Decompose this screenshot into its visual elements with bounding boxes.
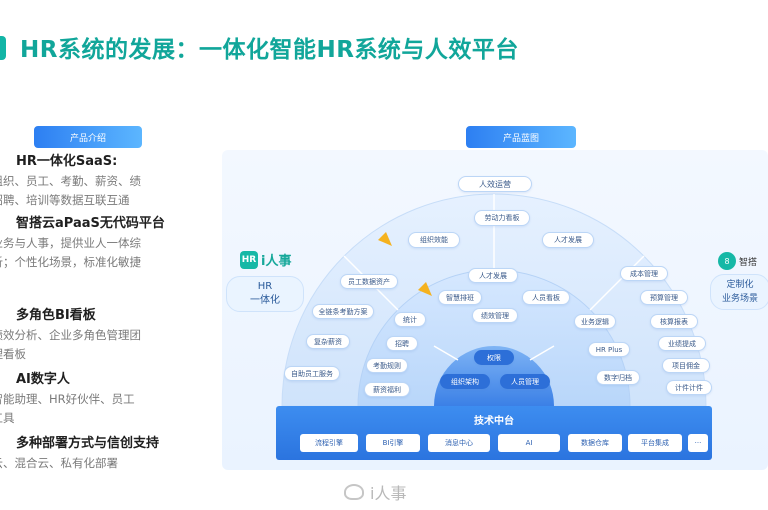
intro-line: 、招聘、培训等数据互联互通 <box>0 193 130 207</box>
pill-outer: 自助员工服务 <box>284 366 340 381</box>
product-intro-panel: HR一体化SaaS: 合组织、员工、考勤、薪资、绩 、招聘、培训等数据互联互通 … <box>0 150 220 480</box>
intro-block-apaas: 智搭云aPaaS无代码平台 接业务与人事，提供业人一体综 分析；个性化场景，标准… <box>0 214 165 291</box>
intro-line: 务绩效分析、企业多角色管理团 <box>0 328 141 342</box>
pill-core: 人员管理 <box>500 374 550 389</box>
intro-line: 管理看板 <box>0 347 26 361</box>
tech-item: 平台集成 <box>628 434 682 452</box>
intro-block-deploy: 多种部署方式与信创支持 有云、混合云、私有化部署 <box>0 434 159 473</box>
pill-outer: 业绩提成 <box>658 336 706 351</box>
pill-outer: 组织效能 <box>408 232 460 248</box>
pill-middle: HR Plus <box>588 342 630 357</box>
pill-outer: 成本管理 <box>620 266 668 281</box>
card-line: 定制化 <box>726 280 754 290</box>
pill-middle: 绩效管理 <box>472 308 518 323</box>
intro-line: 分析；个性化场景，标准化敏捷 <box>0 255 141 269</box>
pill-outer: 复杂薪资 <box>306 334 350 349</box>
intro-line: 接业务与人事，提供业人一体综 <box>0 236 141 250</box>
tab-product-blueprint: 产品蓝图 <box>466 126 576 148</box>
pill-middle: 智慧排班 <box>438 290 482 305</box>
watermark-text: i人事 <box>370 484 407 503</box>
intro-heading: 智搭云aPaaS无代码平台 <box>16 216 165 231</box>
zhida-logo-icon: 8 <box>718 252 736 270</box>
pill-middle: 薪资福利 <box>364 382 410 397</box>
pill-core: 权限 <box>474 350 514 365</box>
intro-line: 合组织、员工、考勤、薪资、绩 <box>0 174 141 188</box>
intro-line: 捷工具 <box>0 411 15 425</box>
title-accent-bar <box>0 36 6 60</box>
intro-heading: AI数字人 <box>16 372 70 387</box>
intro-block-bi: 多角色BI看板 务绩效分析、企业多角色管理团 管理看板 <box>0 306 141 364</box>
weibo-icon <box>344 484 364 500</box>
pill-outer: 计件计件 <box>666 380 712 395</box>
pill-middle: 招聘 <box>386 336 418 351</box>
pill-outer: 员工数据资产 <box>340 274 398 289</box>
hr-logo-icon: HR <box>240 250 258 269</box>
watermark: i人事 <box>344 480 406 504</box>
pill-middle: 业务逻辑 <box>574 314 616 329</box>
pill-outer: 核算报表 <box>650 314 698 329</box>
pill-middle: 统计 <box>394 312 426 327</box>
intro-block-saas: HR一体化SaaS: 合组织、员工、考勤、薪资、绩 、招聘、培训等数据互联互通 <box>0 152 141 210</box>
pill-core: 组织架构 <box>440 374 490 389</box>
card-line: 业务场景 <box>721 294 758 304</box>
zhida-logo: 8 智搭 <box>718 252 757 270</box>
pill-outer: 预算管理 <box>640 290 688 305</box>
pill-outer: 全链条考勤方案 <box>312 304 374 319</box>
logo-text: 智搭 <box>739 257 758 268</box>
intro-heading: 多角色BI看板 <box>16 308 96 323</box>
pill-middle: 考勤规则 <box>366 358 408 373</box>
page-title: HR系统的发展：一体化智能HR系统与人效平台 <box>20 37 519 63</box>
pill-outer: 劳动力看板 <box>474 210 530 226</box>
pill-middle: 人员看板 <box>522 290 570 305</box>
pill-outer: 项目佣金 <box>662 358 710 373</box>
tab-product-intro: 产品介绍 <box>34 126 142 148</box>
pill-top-label: 人效运营 <box>458 176 532 192</box>
tech-platform-title: 技术中台 <box>474 416 514 427</box>
intro-heading: 多种部署方式与信创支持 <box>16 436 160 451</box>
intro-block-ai: AI数字人 营智能助理、HR好伙伴、员工 捷工具 <box>0 370 135 428</box>
tech-item-more: ··· <box>688 434 708 452</box>
tech-item: 消息中心 <box>428 434 490 452</box>
product-blueprint-diagram: 人效运营 HR i人事 HR 一体化 8 智搭 定制化 业务场景 劳动力看板 组… <box>222 150 768 470</box>
intro-line: 付 <box>0 272 165 291</box>
intro-line: 有云、混合云、私有化部署 <box>0 456 118 470</box>
irenshi-logo: HR i人事 <box>240 250 291 269</box>
pill-middle: 数字归档 <box>596 370 640 385</box>
intro-line: 营智能助理、HR好伙伴、员工 <box>0 392 135 406</box>
card-line: 一体化 <box>250 295 280 306</box>
tech-item: 流程引擎 <box>300 434 358 452</box>
pill-outer: 人才发展 <box>542 232 594 248</box>
card-custom-scenario: 定制化 业务场景 <box>710 274 768 310</box>
intro-heading: HR一体化SaaS: <box>16 154 118 169</box>
tech-platform-bar: 技术中台 流程引擎 BI引擎 消息中心 AI 数据仓库 平台集成 ··· <box>276 406 712 460</box>
tech-item: AI <box>498 434 560 452</box>
pill-middle: 人才发展 <box>468 268 518 283</box>
card-line: HR <box>257 281 273 292</box>
tech-item: 数据仓库 <box>568 434 622 452</box>
logo-text: i人事 <box>261 254 292 269</box>
tech-item: BI引擎 <box>366 434 420 452</box>
card-hr-integration: HR 一体化 <box>226 276 304 312</box>
